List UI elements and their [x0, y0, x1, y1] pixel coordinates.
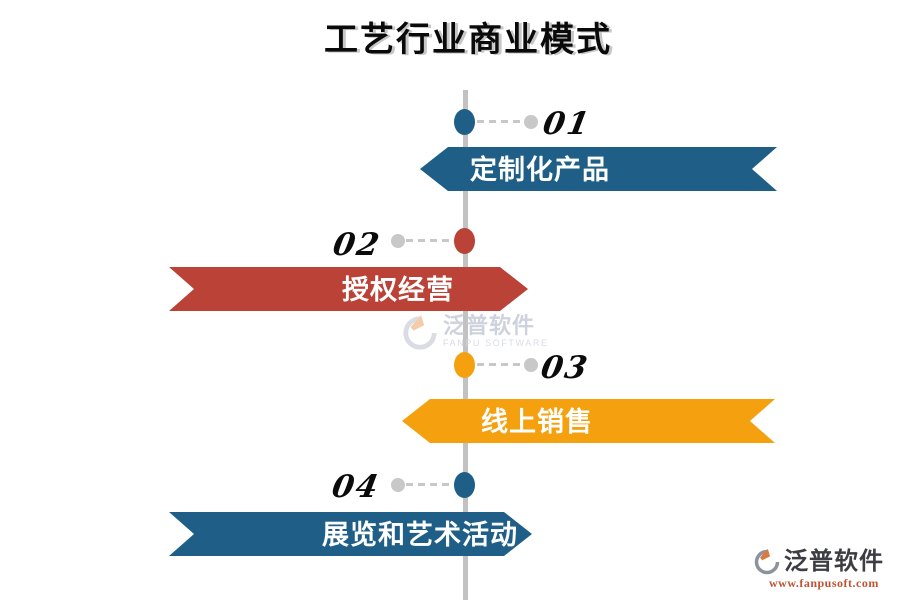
connector-endpoint-dot-03	[524, 358, 538, 372]
timeline-node-02	[454, 228, 475, 254]
footer-logo: 泛普软件 www.fanpusoft.com	[753, 548, 884, 591]
item-number-03: 03	[538, 350, 592, 386]
connector-dashed-line-04	[406, 483, 452, 486]
connector-dashed-line-01	[477, 120, 523, 123]
banner-label: 线上销售	[481, 406, 593, 437]
footer-logo-url: www.fanpusoft.com	[769, 576, 879, 590]
banner-customized-products: 定制化产品	[420, 147, 777, 191]
banner-licensed-operation: 授权经营	[169, 267, 528, 311]
timeline-node-04	[454, 472, 475, 498]
timeline-node-01	[454, 109, 475, 135]
connector-endpoint-dot-04	[391, 478, 405, 492]
banner-exhibitions-art-activities: 展览和艺术活动	[169, 512, 532, 556]
footer-logo-name: 泛普软件	[784, 549, 884, 575]
banner-label: 授权经营	[342, 274, 454, 305]
watermark: 泛普软件 FANPU SOFTWARE	[401, 314, 549, 352]
banner-online-sales: 线上销售	[402, 399, 775, 443]
timeline-node-03	[454, 352, 475, 378]
page-title: 工艺行业商业模式	[324, 22, 612, 59]
watermark-subtitle: FANPU SOFTWARE	[443, 338, 549, 348]
fanpu-logo-icon	[754, 548, 780, 575]
connector-endpoint-dot-02	[391, 234, 405, 248]
connector-endpoint-dot-01	[524, 115, 538, 129]
connector-dashed-line-03	[477, 363, 523, 366]
item-number-04: 04	[329, 469, 383, 505]
fanpu-logo-icon	[403, 315, 437, 350]
banner-label: 定制化产品	[470, 154, 610, 185]
banner-label: 展览和艺术活动	[322, 519, 518, 550]
item-number-01: 01	[540, 106, 594, 142]
item-number-02: 02	[330, 227, 384, 263]
timeline-line	[463, 90, 468, 600]
watermark-name: 泛普软件	[443, 313, 536, 338]
connector-dashed-line-02	[406, 239, 452, 242]
